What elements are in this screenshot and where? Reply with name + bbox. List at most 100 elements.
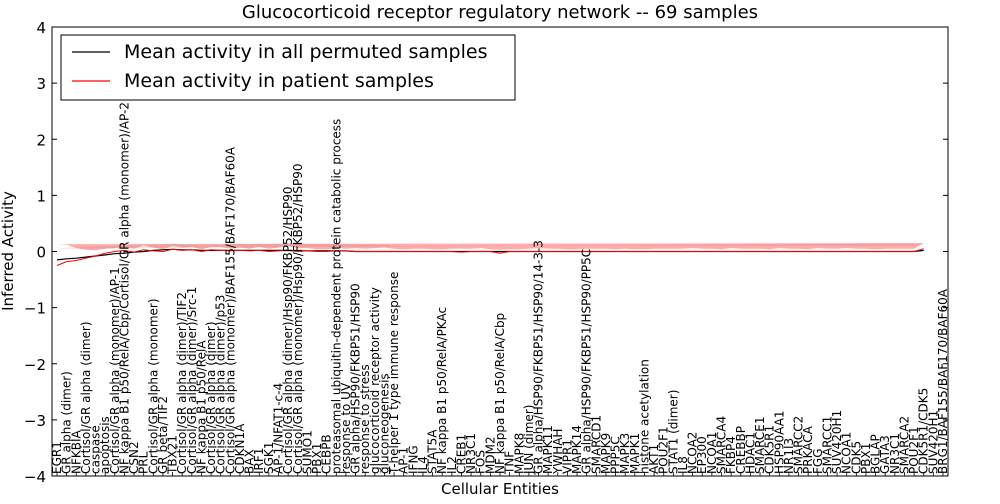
x-tick-label: Cortisol/GR alpha (dimer): [204, 321, 218, 474]
x-tick-label: AP-1/NFAT1-c-4: [272, 383, 286, 474]
x-tick-label: GATA3: [878, 435, 892, 474]
y-tick-label: −2: [24, 356, 46, 374]
x-tick-label: CSN2: [127, 441, 141, 474]
x-tick-label: Cortisol/GR alpha (monomer): [146, 298, 160, 474]
x-tick-label: YWHAH: [551, 429, 565, 475]
y-tick-label: 3: [36, 75, 46, 93]
x-tick-label: Cortisol/GR alpha (monomer)/AP-1: [108, 267, 122, 474]
x-tick-label: apoptosis: [98, 416, 112, 474]
x-tick-label: GR alpha/HSP90/FKBP51/HSP90/14-3-3: [532, 240, 546, 474]
x-tick-label: Cortisol/GR alpha (dimer)/Hsp90/FKBP52/H…: [281, 187, 295, 474]
x-tick-label: MAPK3: [618, 433, 632, 474]
x-tick-label: HDAC1: [743, 432, 757, 474]
x-tick-label: caspase: [89, 425, 103, 474]
x-tick-label: GR alpha (dimer): [60, 371, 74, 474]
x-tick-label: IL8: [676, 456, 690, 474]
x-tick-label: PRL: [137, 451, 151, 474]
x-tick-label: NR3C1: [464, 433, 478, 474]
x-axis-label: Cellular Entities: [441, 480, 559, 498]
x-tick-label: IFNG: [406, 445, 420, 474]
x-tick-label: gluconeogenesis: [377, 373, 391, 474]
x-tick-label: MAPK14: [570, 425, 584, 474]
x-tick-label: PPP5C: [609, 436, 623, 474]
x-tick-label: NCOA2: [686, 432, 700, 474]
x-tick-label: Cortisol/GR alpha (dimer)/TIF2: [175, 292, 189, 474]
x-tick-label: NCOA1: [840, 432, 854, 474]
plot-layer: [56, 243, 924, 266]
x-tick-label: NF kappa B1 p50/RelA: [195, 340, 209, 474]
x-tick-label: NF kappa B1 p50/RelA/Cbp: [493, 313, 507, 474]
x-tick-label: SMARCA4: [715, 416, 729, 474]
x-tick-label: CDK5R1/CDK5: [917, 388, 931, 474]
x-tick-label: NF kappa B1 p50/RelA/PKAc: [435, 307, 449, 474]
x-tick-label: SMARCC1: [820, 416, 834, 474]
x-tick-label: MAPK9: [599, 433, 613, 474]
x-tick-label: PRKACA: [801, 425, 815, 474]
chart-title: Glucocorticoid receptor regulatory netwo…: [242, 2, 758, 23]
x-tick-label: response to UV: [339, 382, 353, 474]
y-tick-label: 2: [36, 131, 46, 149]
y-tick-label: 1: [36, 187, 46, 205]
x-tick-label: Cortisol/GR alpha (monomer)/BAF155/BAF17…: [223, 146, 237, 474]
x-tick-label: SMARCC2: [792, 416, 806, 474]
legend-box: [60, 34, 516, 101]
x-tick-label: SUV420H1: [830, 410, 844, 474]
x-tick-label: STAT1 (dimer): [666, 390, 680, 474]
legend: Mean activity in all permuted samples Me…: [60, 34, 516, 101]
x-tick-label: proteasomal ubiquitin-dependent protein …: [329, 119, 343, 474]
x-tick-label: T-helper 1 type immune response: [387, 272, 401, 475]
legend-label-permuted: Mean activity in all permuted samples: [124, 41, 487, 63]
series-line-patient: [56, 248, 924, 266]
x-tick-label: glucocorticoid receptor activity: [368, 287, 382, 474]
x-tick-label: SGK1: [262, 442, 276, 474]
x-tick-label: IL4: [416, 456, 430, 474]
x-tick-label: TNF: [503, 451, 517, 475]
x-tick-label: EGR1: [50, 441, 64, 474]
x-tick-label: SUMO1: [300, 430, 314, 474]
x-tick-label: MAPK11: [541, 425, 555, 474]
x-tick-label: FKBP4: [724, 436, 738, 474]
x-tick-label: BRG1/BAF155/BAF170/BAF60A: [936, 288, 950, 474]
x-tick-label: CDK5R1: [763, 425, 777, 474]
y-tick-label: −3: [24, 412, 46, 430]
x-tick-label: BGLAP: [869, 434, 883, 474]
x-tick-label: Cortisol/GR alpha (dimer): [79, 321, 93, 474]
x-tick-label: EP300: [695, 436, 709, 474]
x-tick-label: FOS: [474, 450, 488, 474]
x-tick-label: AKT1: [647, 444, 661, 474]
x-tick-label: POU2F1: [657, 426, 671, 474]
x-tick-label: Cortisol/GR alpha (dimer)/Src-1: [185, 287, 199, 474]
x-tick-label: PBX1: [859, 443, 873, 474]
x-tick-label: VIPR1: [560, 439, 574, 474]
x-tick-label: CEBPB: [320, 434, 334, 474]
x-tick-label: SMARCE1: [753, 416, 767, 474]
x-tick-label: GR alpha/HSP90/FKBP51/HSP90/PP5C: [580, 249, 594, 474]
legend-label-patient: Mean activity in patient samples: [124, 70, 434, 92]
x-tick-label: STAT5A: [426, 429, 440, 474]
x-tick-label: AP-1: [397, 447, 411, 474]
x-tick-label: NR3C1: [888, 433, 902, 474]
x-tick-label: TBX21: [166, 435, 180, 475]
y-tick-label: 0: [36, 244, 46, 262]
x-tick-label: Cortisol/GR alpha (monomer)/Hsp90/FKBP52…: [291, 164, 305, 475]
x-tick-label: CREB1: [455, 434, 469, 474]
x-tick-label: histone acetylation: [638, 359, 652, 474]
x-tick-label: SMARCD1: [589, 415, 603, 474]
x-tick-label: NR1I3: [782, 438, 796, 474]
x-tick-label: CDKN1A: [233, 423, 247, 474]
x-tick-label: GR beta/TIF2: [156, 396, 170, 474]
x-tick-label: POU2F1: [907, 426, 921, 474]
x-tick-label: Cortisol/GR alpha (dimer)/p53: [214, 295, 228, 474]
x-tick-label: NF kappa B1 p50/RelA/Cbp/Cortisol/GR alp…: [117, 102, 131, 474]
x-tick-label: PBX1: [310, 443, 324, 474]
x-tick-label: NFKBIA: [69, 429, 83, 474]
x-tick-label: NCOA1: [705, 432, 719, 474]
x-tick-label: HSP90AA1: [772, 410, 786, 474]
x-tick-label: response to stress: [358, 364, 372, 474]
x-tick-label: FGG: [811, 449, 825, 475]
x-tick-label: CREBBP: [734, 426, 748, 474]
x-tick-label: BAX: [243, 449, 257, 474]
